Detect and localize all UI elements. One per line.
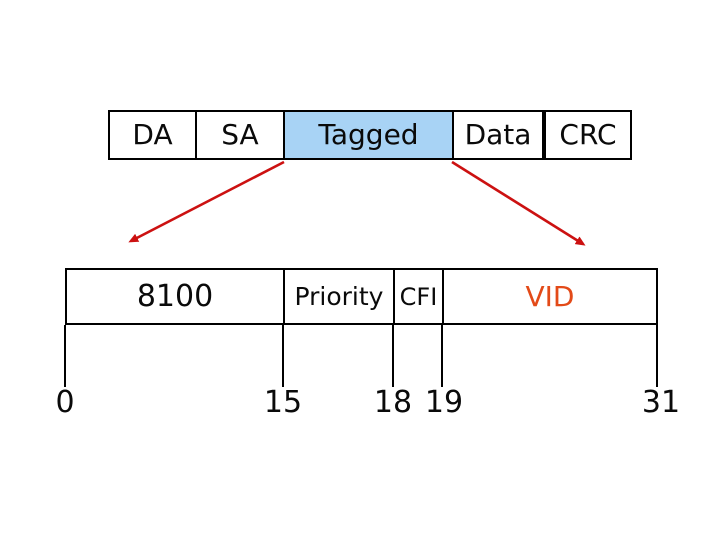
bit-tick-label-31: 31 bbox=[641, 385, 681, 420]
bit-tick-line-31 bbox=[656, 325, 658, 387]
frame-cell-data: Data bbox=[452, 112, 542, 158]
bit-tick-label-19: 19 bbox=[424, 385, 464, 420]
frame-cell-da: DA bbox=[132, 118, 173, 151]
bit-tick-line-18 bbox=[392, 325, 394, 387]
tag-cell-cfi: CFI bbox=[393, 270, 442, 323]
bit-tick-label-15: 15 bbox=[263, 385, 303, 420]
frame-cell-tagged: Tagged bbox=[283, 112, 452, 158]
frame-cell-sa: SA bbox=[195, 112, 283, 158]
bit-tick-line-15 bbox=[282, 325, 284, 387]
tag-cell-8100: 8100 bbox=[136, 278, 214, 314]
bit-tick-label-0: 0 bbox=[55, 385, 75, 420]
bit-tick-line-0 bbox=[64, 325, 66, 387]
right-arrow-line bbox=[451, 160, 586, 246]
bit-tick-line-19 bbox=[441, 325, 443, 387]
frame-cell-crc: CRC bbox=[542, 112, 630, 158]
tag-cell-vid: VID bbox=[442, 270, 656, 323]
tag-cell-priority: Priority bbox=[283, 270, 393, 323]
ethernet-frame-row: DA SA Tagged Data CRC bbox=[108, 110, 632, 160]
vlan-tag-row: 8100 Priority CFI VID bbox=[65, 268, 658, 325]
left-arrow-line bbox=[128, 160, 285, 243]
bit-tick-label-18: 18 bbox=[373, 385, 413, 420]
